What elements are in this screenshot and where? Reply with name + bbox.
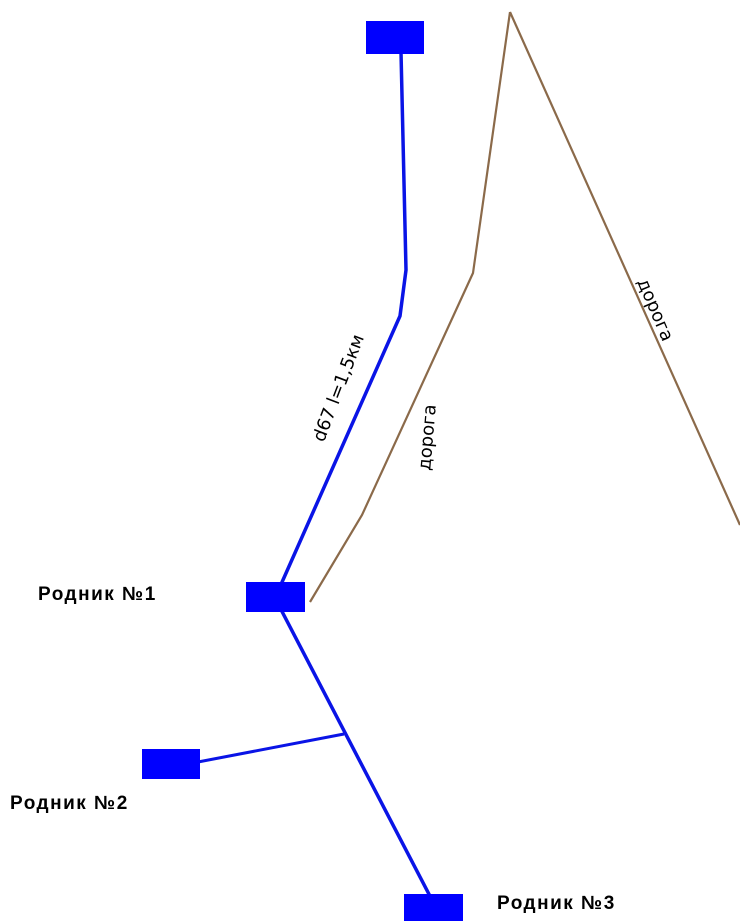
spring-3-node — [404, 894, 463, 921]
reservoir-node — [366, 21, 424, 54]
spring-2-node — [142, 749, 200, 779]
main-pipeline — [273, 51, 408, 599]
spring-1-node — [246, 582, 305, 612]
spring-1-label: Родник №1 — [38, 584, 157, 605]
road-right-line — [508, 11, 740, 526]
pipeline-to-spring-2 — [197, 732, 345, 764]
road-left-line — [309, 11, 512, 603]
spring-2-label: Родник №2 — [10, 793, 129, 814]
pipeline-to-spring-3 — [273, 597, 434, 901]
spring-3-label: Родник №3 — [497, 893, 616, 914]
pipe-label: d67 l=1,5км — [309, 331, 369, 444]
road-right-label: дорога — [632, 275, 677, 344]
road-left-label: дорога — [414, 404, 441, 472]
